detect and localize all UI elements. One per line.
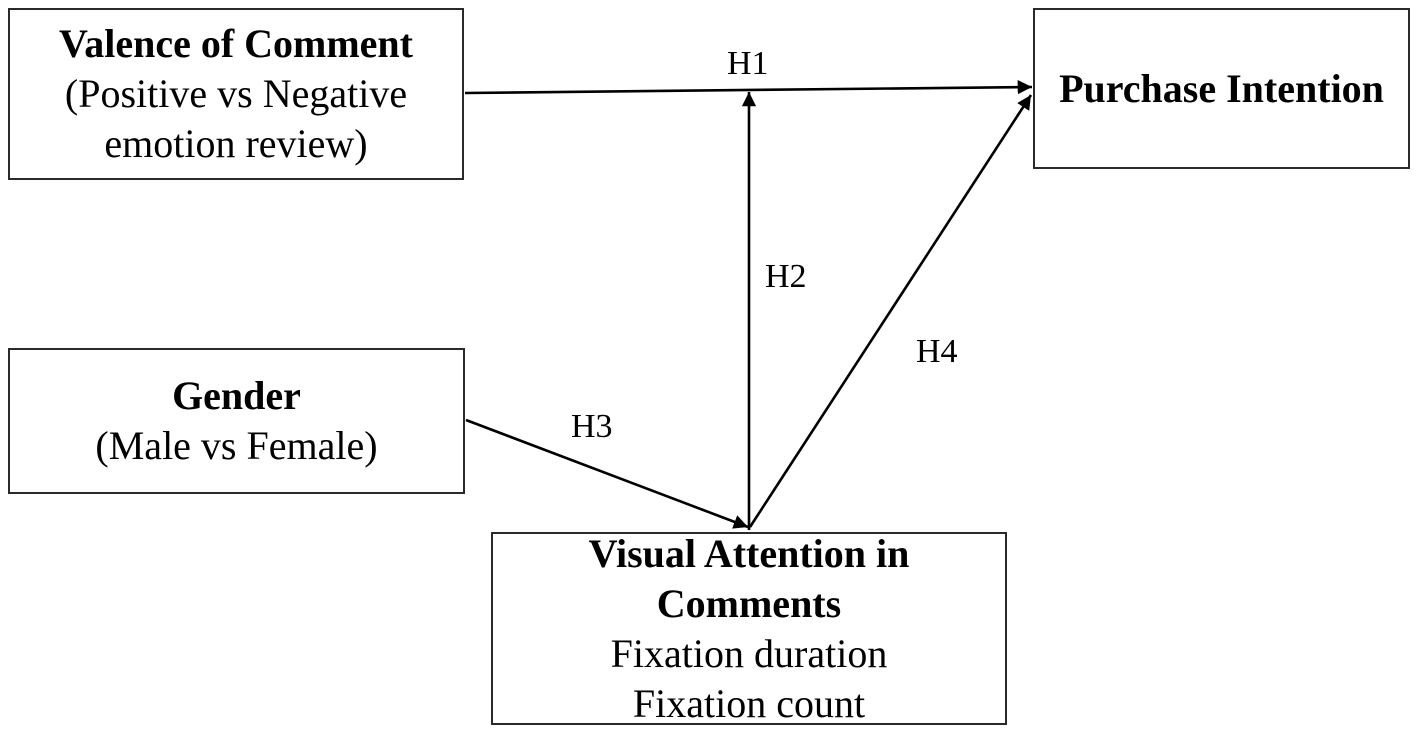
node-valence-line-2: emotion review) — [104, 121, 368, 166]
node-purchase-title: Purchase Intention — [1059, 65, 1384, 111]
edge-h1-arrow — [464, 80, 1033, 95]
node-valence-of-comment: Valence of Comment (Positive vs Negative… — [8, 8, 464, 180]
node-visual-attention: Visual Attention in Comments Fixation du… — [491, 530, 1007, 726]
edge-h4-arrow — [748, 94, 1033, 528]
node-purchase-intention: Purchase Intention — [1033, 8, 1410, 169]
edge-label-h2: H2 — [765, 258, 807, 295]
edge-label-h1: H1 — [727, 45, 769, 82]
edge-h3-arrow — [465, 418, 749, 529]
edge-label-h4: H4 — [916, 333, 958, 370]
node-visual-title-line-1: Visual Attention in — [588, 530, 910, 576]
node-gender: Gender (Male vs Female) — [8, 348, 465, 494]
node-visual-line-1: Fixation duration — [610, 630, 888, 676]
node-valence-title: Valence of Comment — [58, 21, 413, 66]
node-gender-title: Gender — [172, 373, 301, 418]
node-gender-line-1: (Male vs Female) — [95, 423, 378, 468]
edge-label-h3: H3 — [571, 408, 613, 445]
node-visual-title-line-2: Comments — [656, 580, 842, 626]
node-valence-line-1: (Positive vs Negative — [64, 71, 408, 116]
node-visual-line-2: Fixation count — [632, 680, 866, 726]
